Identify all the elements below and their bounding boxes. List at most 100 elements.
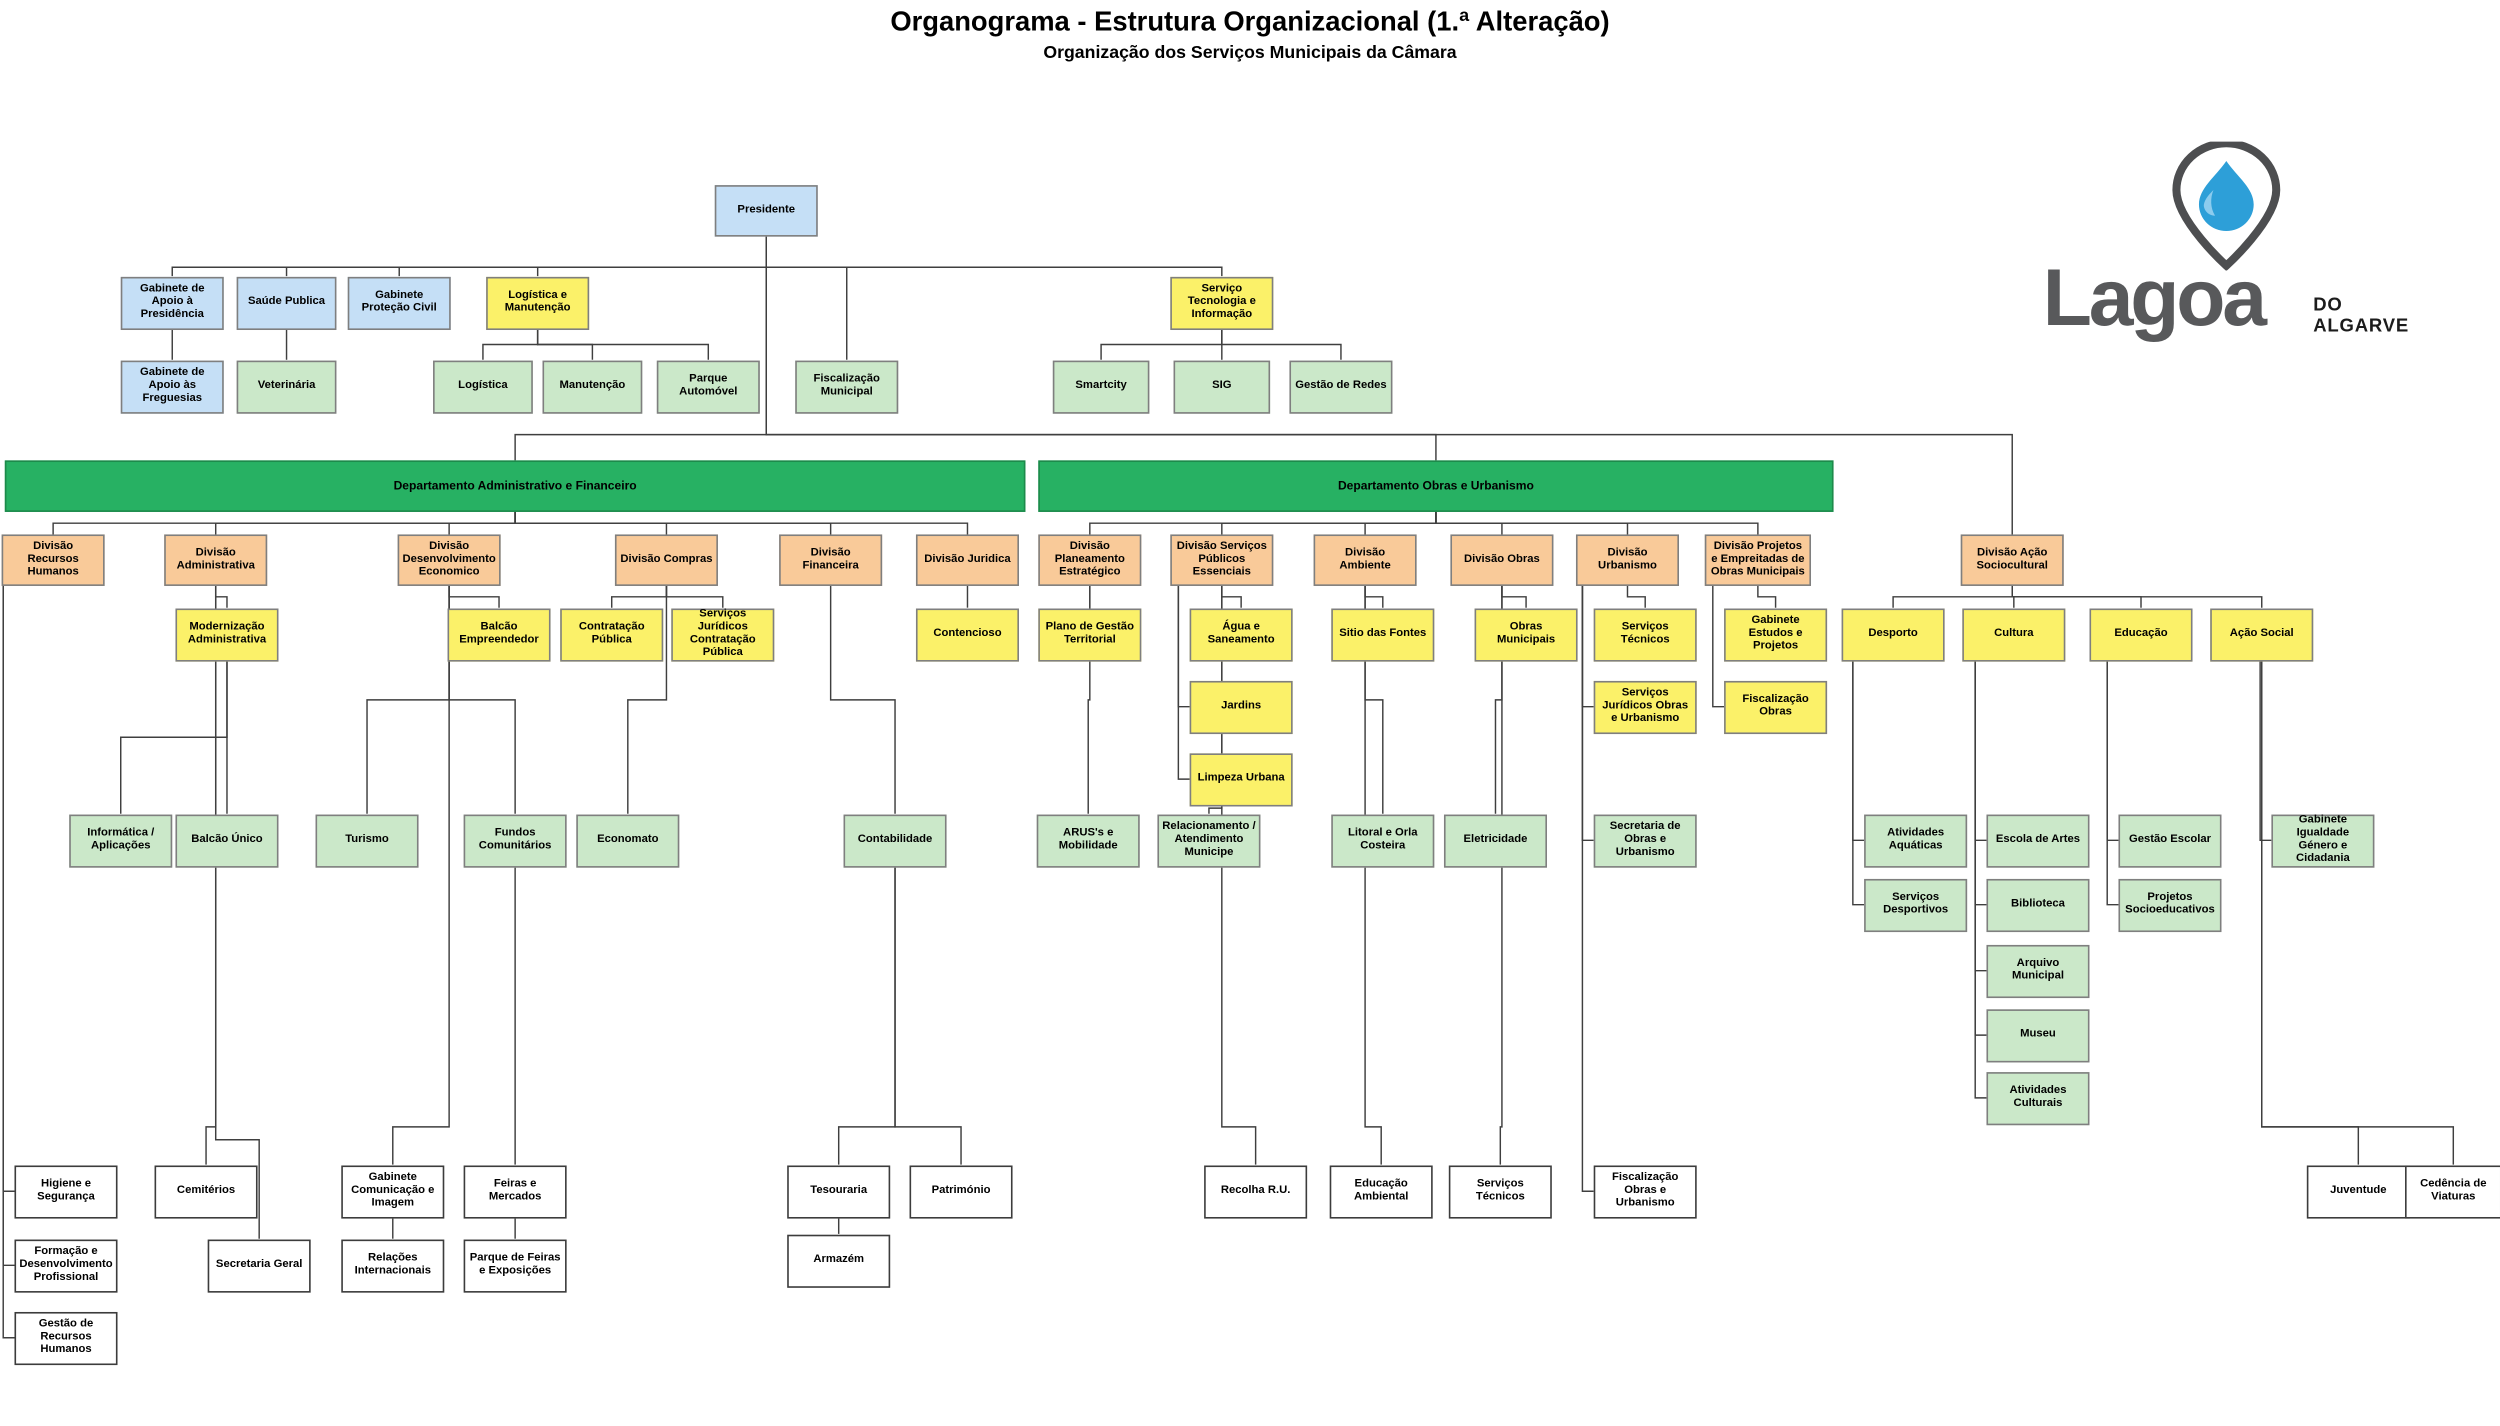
- node-fiscalizacao-obras-urb: Fiscalização Obras e Urbanismo: [1593, 1164, 1697, 1218]
- connector-informatica-aplicacoes: [120, 660, 228, 814]
- node-parque-automovel: Parque Automóvel: [656, 359, 760, 413]
- node-logistica: Logística: [433, 359, 533, 413]
- node-desporto: Desporto: [1841, 607, 1945, 661]
- connector-div-juridica: [514, 511, 969, 535]
- node-gab-igualdade: Gabinete Igualdade Género e Cidadania: [2271, 813, 2375, 867]
- node-gab-comunicacao: Gabinete Comunicação e Imagem: [341, 1164, 445, 1218]
- node-contratacao-publica: Contratação Pública: [560, 607, 664, 661]
- connector-div-acao-sociocultural: [765, 236, 2013, 535]
- node-div-ambiente: Divisão Ambiente: [1313, 534, 1417, 586]
- connector-desporto: [1892, 585, 2013, 608]
- node-veterinaria: Veterinária: [236, 359, 337, 413]
- node-dept-adm-fin: Departamento Administrativo e Financeiro: [4, 460, 1026, 512]
- connector-biblioteca: [1974, 660, 1987, 906]
- node-aruss-mobilidade: ARUS's e Mobilidade: [1036, 813, 1140, 867]
- connector-gestao-redes: [1221, 329, 1342, 360]
- connector-servicos-desportivos: [1852, 660, 1865, 906]
- node-gestao-rh: Gestão de Recursos Humanos: [14, 1311, 118, 1365]
- node-presidente: Presidente: [714, 185, 818, 237]
- connector-atividades-culturais: [1974, 660, 1987, 1099]
- node-feiras-mercados: Feiras e Mercados: [463, 1164, 567, 1218]
- lagoa-logo-name: Lagoa: [2042, 252, 2267, 343]
- connector-logistica: [482, 329, 539, 360]
- node-cultura: Cultura: [1962, 607, 2066, 661]
- connector-gestao-escolar: [2106, 660, 2119, 842]
- node-gestao-redes: Gestão de Redes: [1289, 359, 1393, 413]
- connector-fiscalizacao-municipal: [765, 236, 848, 360]
- connector-secretaria-obras-urb: [1581, 585, 1594, 842]
- connector-div-ambiente: [1364, 511, 1437, 535]
- node-fiscalizacao-obras: Fiscalização Obras: [1724, 680, 1828, 734]
- connector-formacao-desenv: [2, 585, 15, 1267]
- node-div-recursos-humanos: Divisão Recursos Humanos: [1, 534, 105, 586]
- connector-higiene-seguranca: [2, 585, 15, 1192]
- node-div-administrativa: Divisão Administrativa: [164, 534, 268, 586]
- node-eletricidade: Eletricidade: [1443, 813, 1547, 867]
- node-escola-artes: Escola de Artes: [1986, 813, 2090, 867]
- node-cedencia-viaturas: Cedência de Viaturas: [2405, 1164, 2500, 1218]
- node-jardins: Jardins: [1189, 680, 1293, 734]
- node-fundos-comunitarios: Fundos Comunitários: [463, 813, 567, 867]
- node-div-planeamento: Divisão Planeamento Estratégico: [1038, 534, 1142, 586]
- node-secretaria-obras-urb: Secretaria de Obras e Urbanismo: [1593, 813, 1697, 867]
- connector-acao-social: [2011, 585, 2263, 608]
- node-gestao-escolar: Gestão Escolar: [2118, 813, 2222, 867]
- connector-secretaria-geral: [214, 585, 260, 1239]
- connector-modernizacao-adm: [214, 585, 228, 608]
- connector-gab-estudos-projetos: [1757, 585, 1777, 608]
- connector-serv-jur-contratacao: [665, 585, 724, 608]
- connector-agua-saneamento: [1221, 585, 1242, 608]
- node-higiene-seguranca: Higiene e Segurança: [14, 1164, 118, 1218]
- connector-gab-protecao-civil: [398, 236, 767, 277]
- node-sig: SIG: [1173, 359, 1271, 413]
- node-serv-tecnicos-obras: Serviços Técnicos: [1448, 1164, 1552, 1218]
- node-educacao-ambiental: Educação Ambiental: [1329, 1164, 1433, 1218]
- node-plano-gestao: Plano de Gestão Territorial: [1038, 607, 1142, 661]
- node-agua-saneamento: Água e Saneamento: [1189, 607, 1293, 661]
- connector-serv-tecnicos-obras: [1499, 585, 1503, 1165]
- connector-logistica-manutencao: [536, 236, 767, 277]
- connector-jardins: [1177, 585, 1190, 708]
- connector-arquivo-municipal: [1974, 660, 1987, 972]
- node-gab-estudos-projetos: Gabinete Estudos e Projetos: [1724, 607, 1828, 661]
- node-formacao-desenv: Formação e Desenvolvimento Profissional: [14, 1238, 118, 1292]
- connector-recolha-ru: [1221, 585, 1257, 1165]
- node-patrimonio: Património: [909, 1164, 1013, 1218]
- node-acao-social: Ação Social: [2210, 607, 2314, 661]
- node-fiscalizacao-municipal: Fiscalização Municipal: [795, 359, 899, 413]
- node-dept-obras-urb: Departamento Obras e Urbanismo: [1038, 460, 1834, 512]
- node-atividades-aquaticas: Atividades Aquáticas: [1864, 813, 1968, 867]
- connector-juventude: [2261, 660, 2360, 1165]
- node-educacao: Educação: [2089, 607, 2193, 661]
- node-tesouraria: Tesouraria: [787, 1164, 891, 1218]
- connector-smartcity: [1100, 329, 1223, 360]
- connector-gab-apoio-presidencia: [171, 236, 767, 277]
- node-div-acao-sociocultural: Divisão Ação Sociocultural: [1960, 534, 2064, 586]
- connector-balcao-empreendedor: [448, 585, 500, 608]
- node-div-juridica: Divisão Juridica: [915, 534, 1019, 586]
- node-obras-municipais: Obras Municipais: [1474, 607, 1578, 661]
- node-div-urbanismo: Divisão Urbanismo: [1575, 534, 1680, 586]
- node-economato: Economato: [576, 813, 680, 867]
- connector-sitio-fontes: [1364, 585, 1384, 608]
- node-museu: Museu: [1986, 1008, 2090, 1062]
- node-contabilidade: Contabilidade: [843, 813, 947, 867]
- connector-patrimonio: [894, 866, 962, 1165]
- node-serv-tecnicos-urbanismo: Serviços Técnicos: [1593, 607, 1697, 661]
- connector-saude-publica: [285, 236, 767, 277]
- node-gab-apoio-presidencia: Gabinete de Apoio à Presidência: [120, 276, 224, 330]
- connector-museu: [1974, 660, 1987, 1036]
- node-turismo: Turismo: [315, 813, 419, 867]
- node-informatica-aplicacoes: Informática / Aplicações: [69, 813, 173, 867]
- node-biblioteca: Biblioteca: [1986, 878, 2090, 932]
- node-arquivo-municipal: Arquivo Municipal: [1986, 944, 2090, 998]
- node-gab-apoio-freguesias: Gabinete de Apoio às Freguesias: [120, 359, 224, 413]
- node-servicos-desportivos: Serviços Desportivos: [1864, 878, 1968, 932]
- page-subtitle: Organização dos Serviços Municipais da C…: [1043, 43, 1457, 63]
- connector-dept-adm-fin: [514, 236, 767, 461]
- node-projetos-socioeducativos: Projetos Socioeducativos: [2118, 878, 2222, 932]
- node-juventude: Juventude: [2306, 1164, 2410, 1218]
- connector-gestao-rh: [2, 585, 15, 1339]
- lagoa-logo-region-line1: DO: [2313, 296, 2343, 316]
